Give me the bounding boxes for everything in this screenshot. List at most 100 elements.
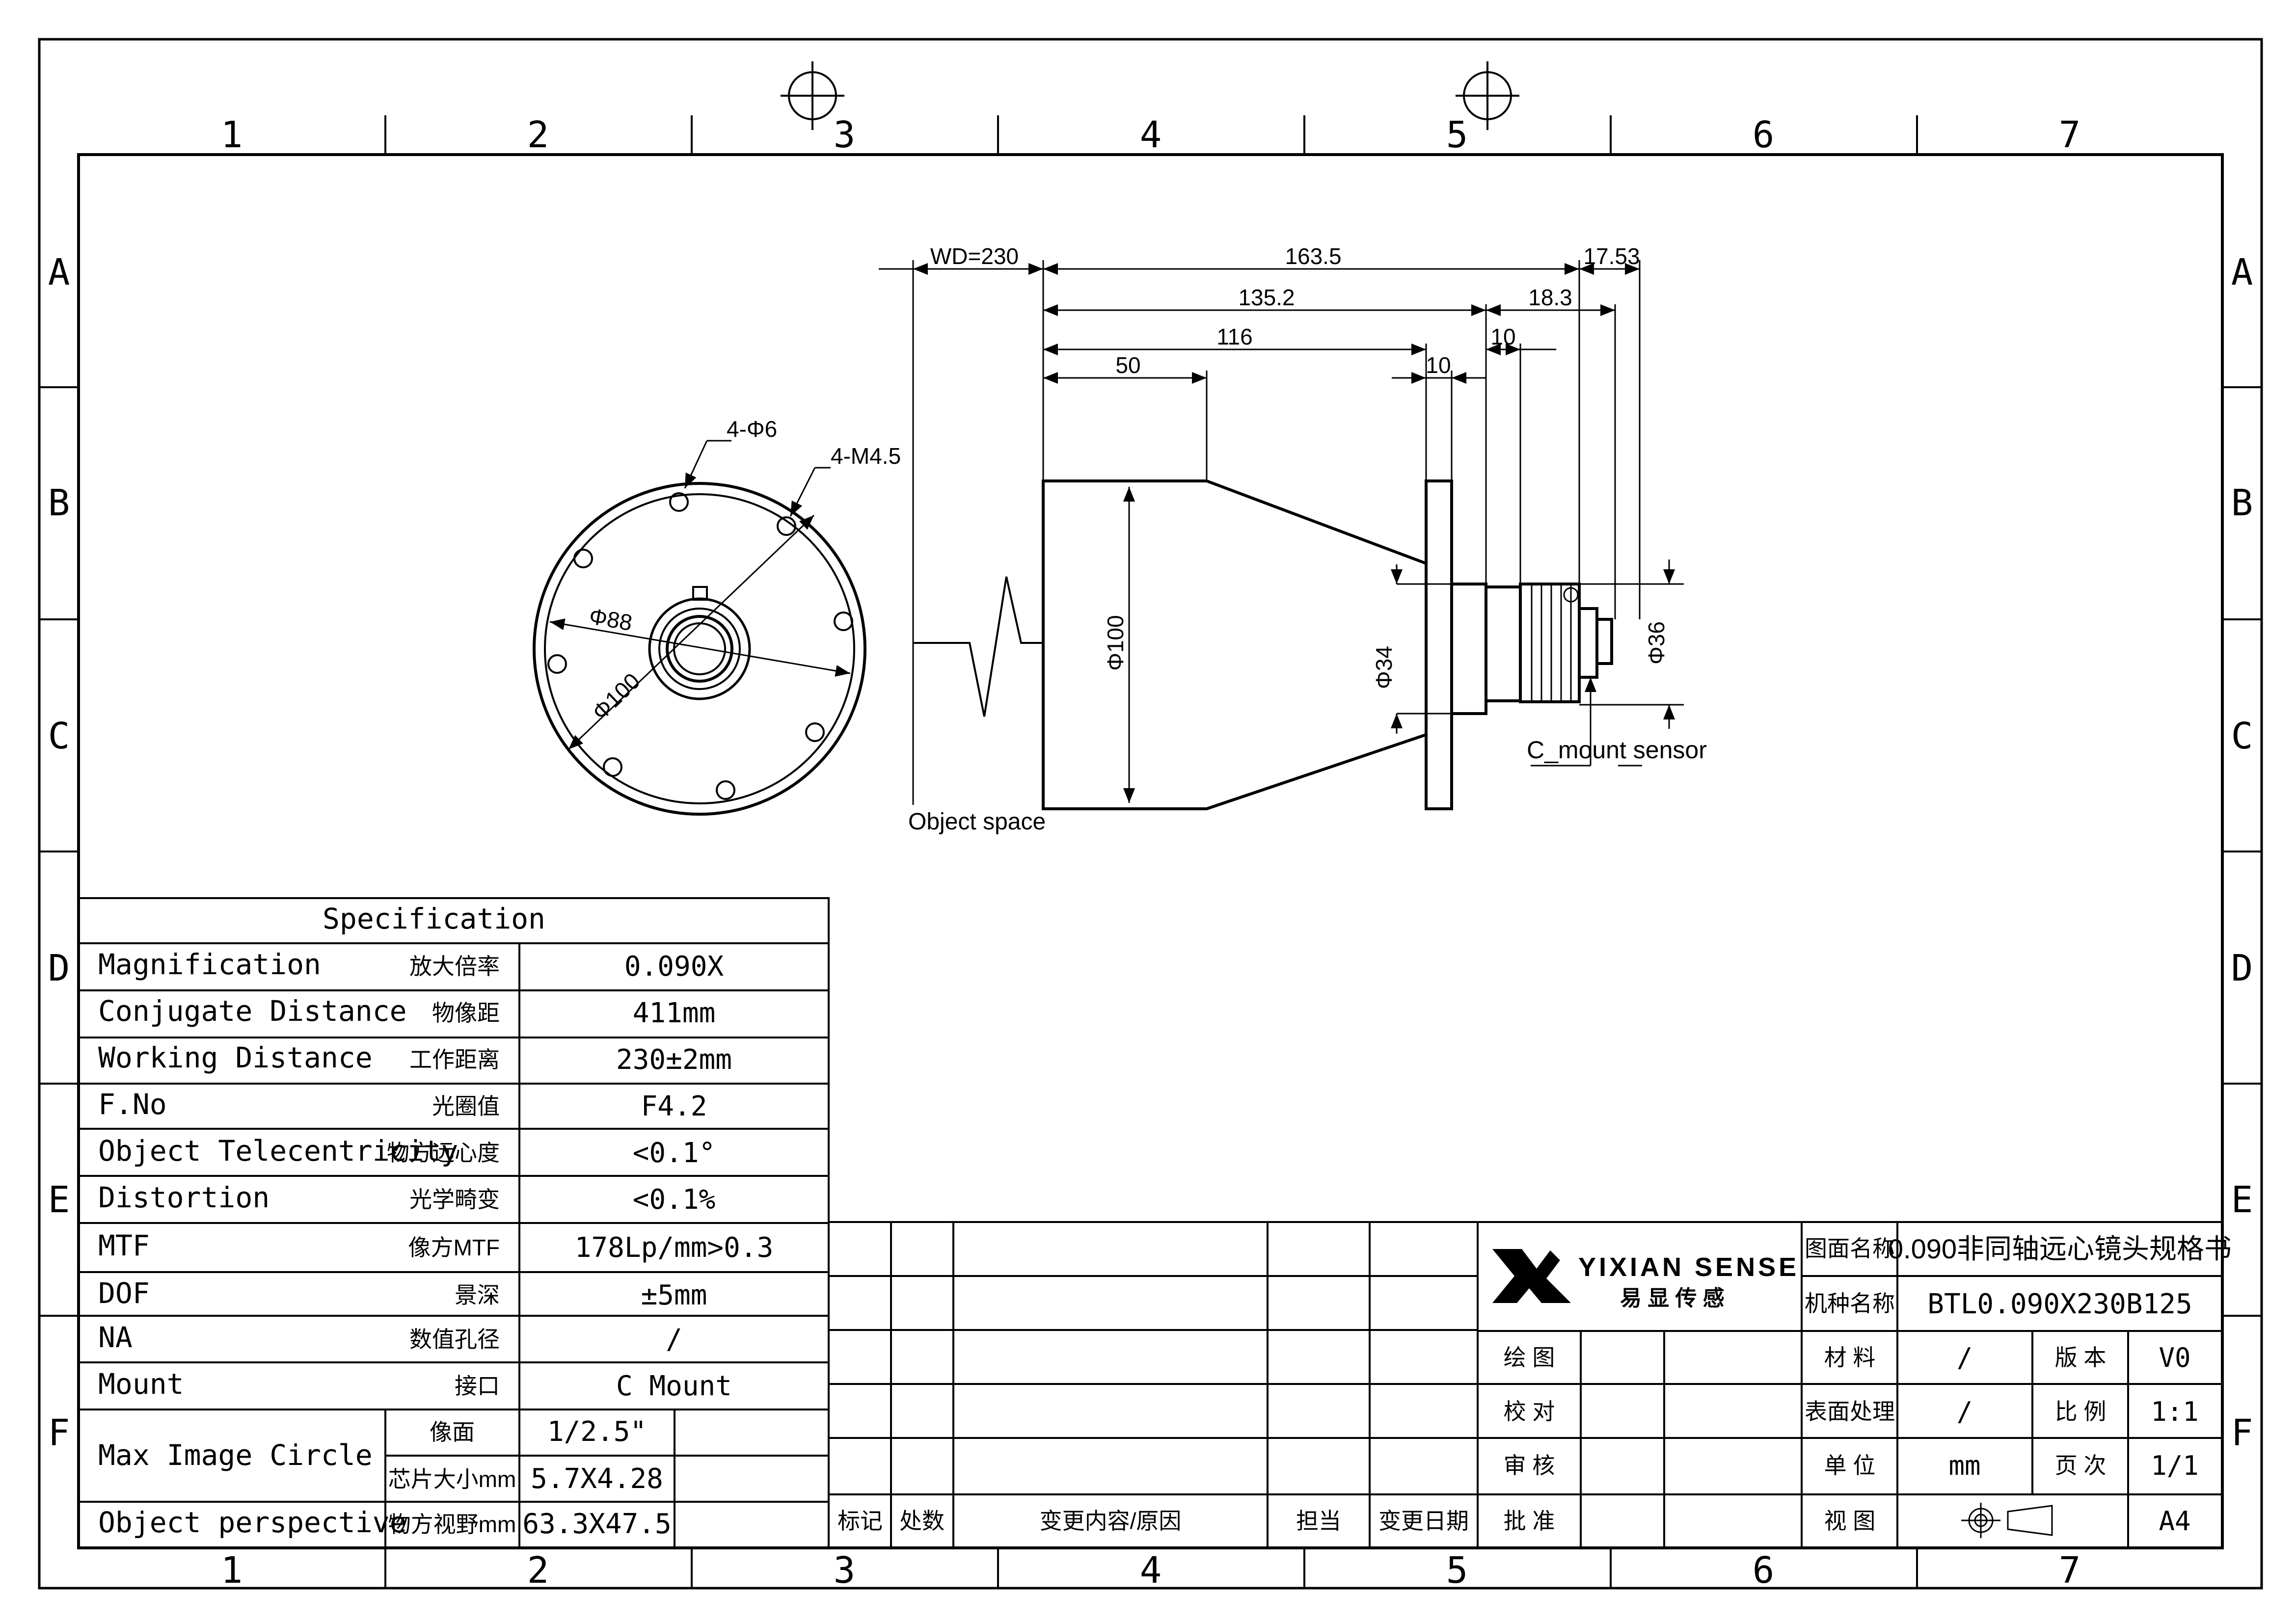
spec-label-cn: 数值孔径 xyxy=(409,1327,500,1352)
spec-label: F.No xyxy=(98,1088,167,1121)
lens-side-view: Object space xyxy=(879,243,1707,835)
column-label: 4 xyxy=(1140,114,1162,156)
perspective-cn: 物方视野mm xyxy=(388,1512,516,1537)
spec-label-cn: 物方远心度 xyxy=(387,1140,500,1166)
prop-value: mm xyxy=(1948,1450,1980,1481)
prop-label: 视 图 xyxy=(1824,1508,1876,1534)
spec-label: DOF xyxy=(98,1276,150,1310)
phi100-front-label: Φ100 xyxy=(587,668,645,725)
prop-value: 1/1 xyxy=(2151,1450,2199,1481)
column-label: 3 xyxy=(834,114,856,156)
dim-135: 135.2 xyxy=(1238,285,1295,310)
dim-50: 50 xyxy=(1115,352,1140,378)
prop-label: 材 料 xyxy=(1824,1345,1876,1370)
dim-17: 17.53 xyxy=(1583,243,1640,269)
spec-label-cn: 工作距离 xyxy=(409,1047,500,1072)
dim-116: 116 xyxy=(1216,324,1252,349)
projection-symbol-icon xyxy=(1961,1503,2053,1538)
prop-label: 页 次 xyxy=(2055,1453,2107,1478)
spec-value: / xyxy=(666,1324,682,1356)
prop-label: 版 本 xyxy=(2055,1345,2107,1370)
object-space-label: Object space xyxy=(908,809,1046,835)
phi34-label: Φ34 xyxy=(1371,646,1397,689)
phi36-label: Φ36 xyxy=(1644,621,1669,665)
column-label: 1 xyxy=(221,114,243,156)
mounting-holes xyxy=(547,492,853,800)
prop-label: 单 位 xyxy=(1824,1453,1876,1478)
sign-label: 校 对 xyxy=(1504,1399,1555,1424)
company-name-cn: 易 显 传 感 xyxy=(1620,1286,1725,1310)
max-circle-label: Max Image Circle xyxy=(98,1438,373,1472)
dim-wd: WD=230 xyxy=(930,243,1019,269)
prop-value: / xyxy=(1957,1342,1973,1373)
prop-label: 表面处理 xyxy=(1805,1399,1895,1424)
thread-callout: 4-M4.5 xyxy=(831,443,901,469)
model-name: BTL0.090X230B125 xyxy=(1927,1288,2192,1320)
row-label: F xyxy=(2231,1412,2253,1454)
spec-label: Distortion xyxy=(98,1181,270,1214)
rev-header: 标记 xyxy=(837,1508,883,1534)
row-label: B xyxy=(48,482,70,524)
spec-label-cn: 接口 xyxy=(455,1373,500,1399)
perspective-value: 63.3X47.5 xyxy=(522,1508,671,1540)
column-label: 5 xyxy=(1446,114,1468,156)
sheet-size: A4 xyxy=(2159,1506,2190,1537)
column-label: 7 xyxy=(2059,1549,2081,1592)
spec-value: F4.2 xyxy=(641,1090,707,1122)
column-label: 1 xyxy=(221,1549,243,1592)
dim-163: 163.5 xyxy=(1285,243,1341,269)
rev-header: 变更日期 xyxy=(1378,1508,1469,1534)
row-labels: A B C D E F A B C D E F xyxy=(48,251,2253,1454)
sign-label: 审 核 xyxy=(1504,1453,1555,1478)
spec-label: NA xyxy=(98,1321,133,1354)
spec-label: MTF xyxy=(98,1229,150,1262)
row-label: C xyxy=(48,715,70,757)
max-circle-val1: 1/2.5" xyxy=(547,1416,647,1448)
prop-value: V0 xyxy=(2159,1342,2190,1373)
dim-10-a: 10 xyxy=(1490,324,1515,349)
column-label: 2 xyxy=(527,114,549,156)
spec-value: 230±2mm xyxy=(616,1044,732,1076)
column-label: 2 xyxy=(527,1549,549,1592)
column-label: 4 xyxy=(1140,1549,1162,1592)
spec-label-cn: 光学畸变 xyxy=(409,1187,500,1212)
spec-label: Conjugate Distance xyxy=(98,994,407,1028)
phi100-side-label: Φ100 xyxy=(1103,615,1128,670)
spec-label-cn: 物像距 xyxy=(432,1000,500,1026)
dim-10-b: 10 xyxy=(1426,352,1451,378)
company-logo xyxy=(1492,1249,1571,1303)
rev-header: 变更内容/原因 xyxy=(1040,1508,1182,1534)
row-label: B xyxy=(2231,482,2253,524)
spec-value: 0.090X xyxy=(624,951,724,983)
spec-label: Object Telecentricity xyxy=(98,1134,458,1168)
column-labels: 1 2 3 4 5 6 7 1 2 3 4 5 6 7 xyxy=(221,114,2081,1592)
column-label: 7 xyxy=(2059,114,2081,156)
row-label: E xyxy=(48,1179,70,1221)
max-circle-sub1: 像面 xyxy=(430,1419,475,1445)
drawing-name-label: 图面名称 xyxy=(1805,1236,1895,1261)
model-label: 机种名称 xyxy=(1805,1291,1895,1316)
row-label: D xyxy=(48,947,70,989)
lens-front-view: 4-Φ6 4-M4.5 Φ88 Φ100 xyxy=(533,416,901,816)
spec-title: Specification xyxy=(323,902,545,935)
crosshair-icon xyxy=(1456,61,1519,130)
prop-value: / xyxy=(1957,1396,1973,1427)
rev-header: 担当 xyxy=(1296,1508,1341,1534)
spec-label: Magnification xyxy=(98,948,321,981)
row-label: A xyxy=(2231,251,2253,293)
spec-value: <0.1% xyxy=(633,1184,716,1216)
dim-18: 18.3 xyxy=(1528,285,1572,310)
row-label: D xyxy=(2231,947,2253,989)
column-label: 3 xyxy=(834,1549,856,1592)
row-label: A xyxy=(48,251,70,293)
spec-label-cn: 景深 xyxy=(455,1282,500,1308)
rev-header: 处数 xyxy=(899,1508,945,1534)
phi88-label: Φ88 xyxy=(587,603,634,636)
holes-callout: 4-Φ6 xyxy=(727,416,777,442)
column-label: 6 xyxy=(1753,114,1775,156)
row-label: E xyxy=(2231,1179,2253,1221)
spec-label-cn: 光圈值 xyxy=(432,1093,500,1119)
column-label: 5 xyxy=(1446,1549,1468,1592)
prop-label: 比 例 xyxy=(2055,1399,2107,1424)
